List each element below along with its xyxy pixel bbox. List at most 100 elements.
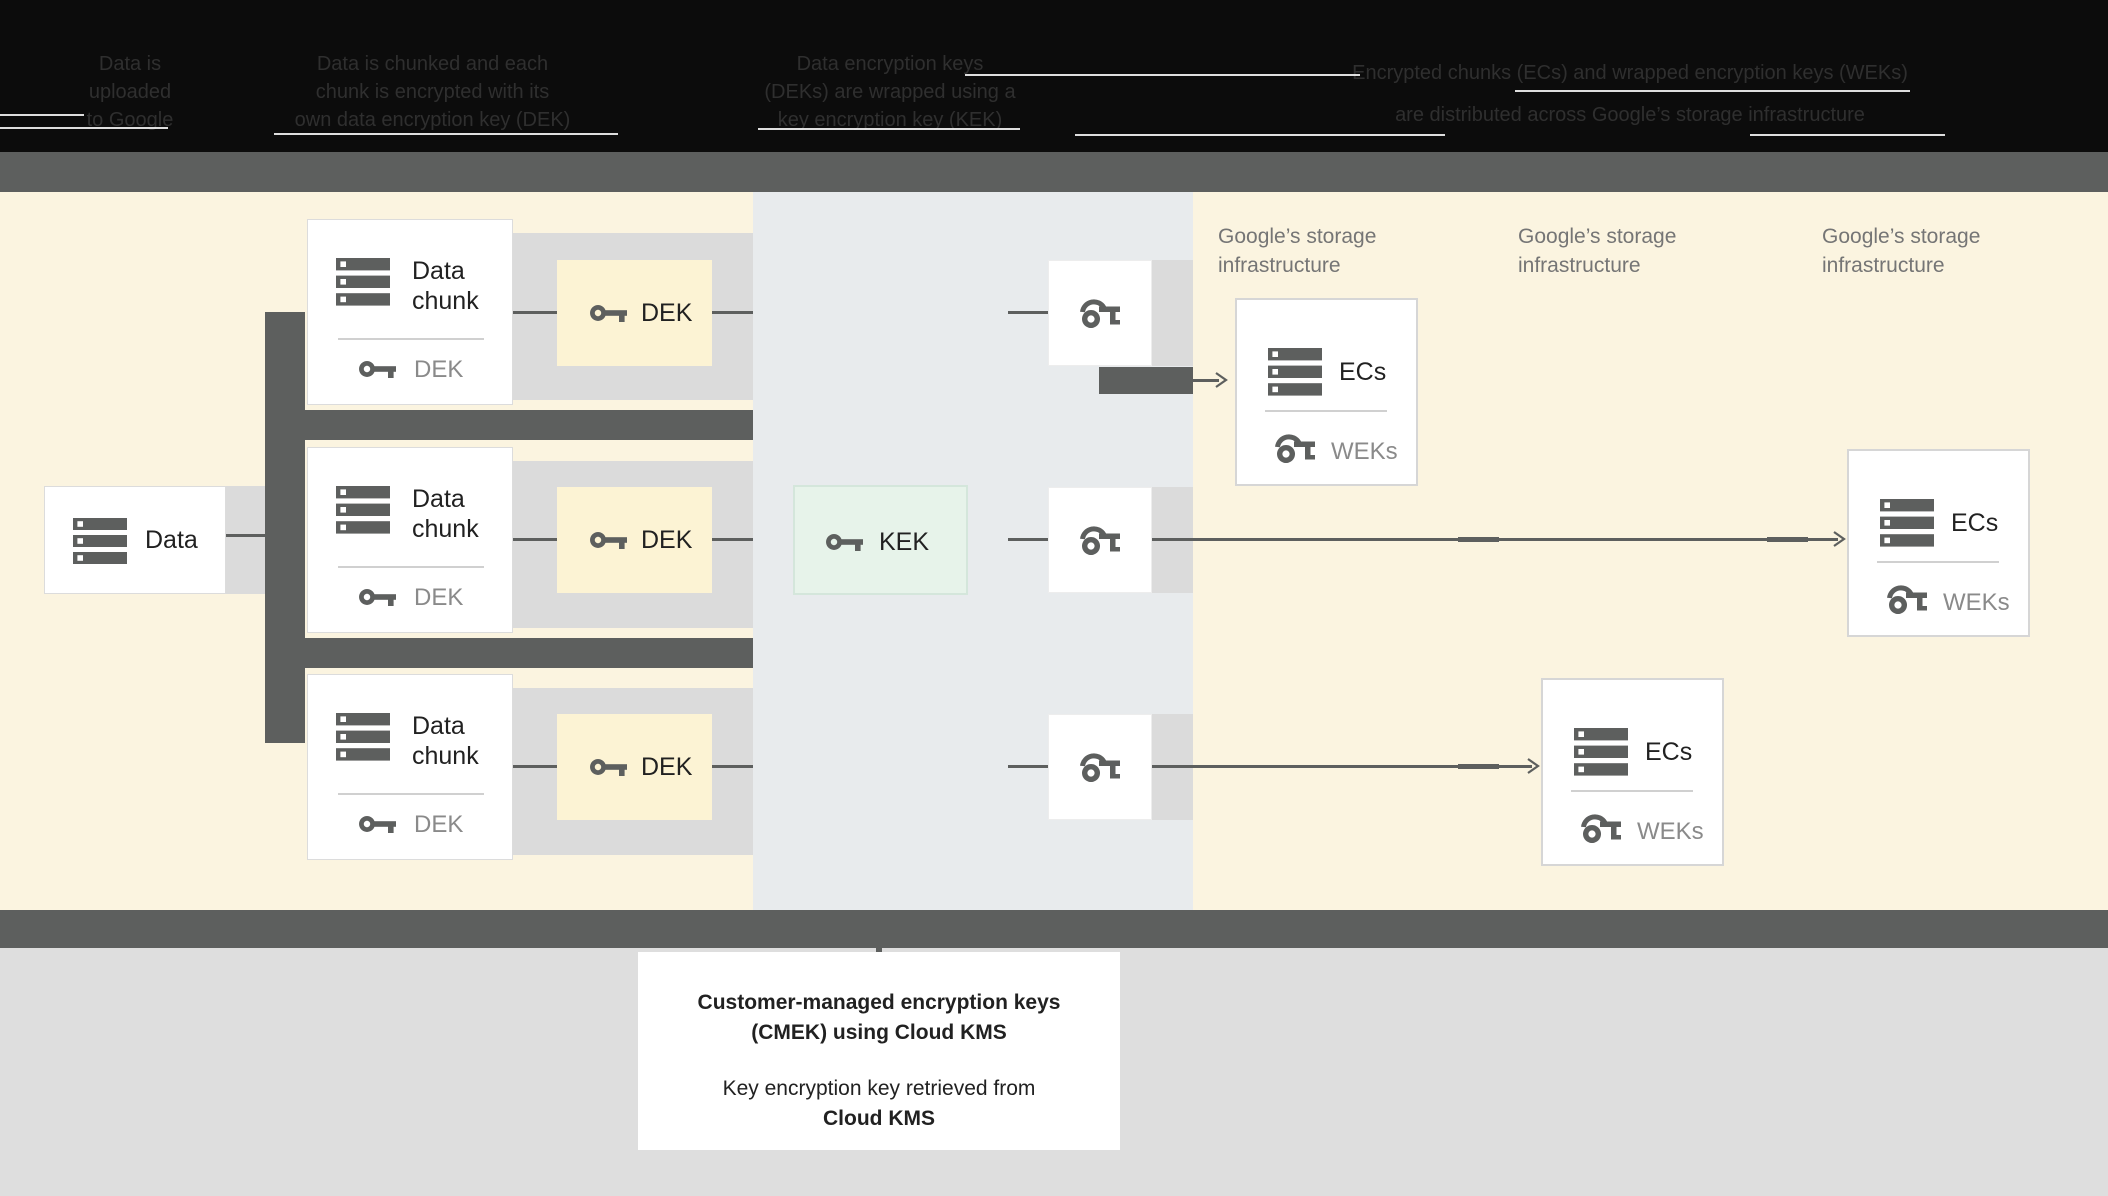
top-dark-band — [0, 152, 2108, 192]
caption-line: (CMEK) using Cloud KMS — [751, 1021, 1007, 1044]
dek-box-3: DEK — [557, 714, 712, 820]
header-step-4: Encrypted chunks (ECs) and wrapped encry… — [1290, 52, 1970, 136]
header-arrow-line — [0, 114, 84, 116]
header-step-3: Data encryption keys (DEKs) are wrapped … — [740, 50, 1040, 134]
dek-box-1: DEK — [557, 260, 712, 366]
wrapping-key-box-3 — [1048, 714, 1152, 820]
wrap3-in-line — [1008, 765, 1050, 768]
storage-infra-label-1: Google’s storage infrastructure — [1218, 225, 1377, 277]
header-arrow-line — [1075, 134, 1445, 136]
dek-box-2: DEK — [557, 487, 712, 593]
server-icon — [1574, 728, 1628, 776]
wrapping-key-box-1 — [1048, 260, 1152, 366]
dek2-out-line — [712, 538, 753, 541]
server-icon — [336, 486, 390, 534]
data-box-label: Data — [145, 526, 198, 554]
dek1-out-line — [712, 311, 753, 314]
ecs-title: ECs — [1645, 738, 1693, 766]
header-step-1-line: to Google — [86, 109, 174, 131]
ecs-title: ECs — [1339, 358, 1387, 386]
header-arrow-line — [965, 74, 1360, 76]
data-to-trunk-line — [226, 534, 266, 537]
ec3-arrow-line — [1152, 765, 1532, 768]
data-box: Data — [44, 486, 226, 594]
storage-infra-label-3: Google’s storage infrastructure — [1822, 225, 1981, 277]
wrapped-key-icon — [1080, 299, 1120, 328]
header-step-2-line: Data is chunked and each — [316, 53, 549, 75]
wrapped-key-icon — [1581, 814, 1621, 843]
header-arrow-line — [1515, 90, 1910, 92]
wrapping-key-box-2 — [1048, 487, 1152, 593]
ec2-arrow-dash — [1767, 537, 1808, 542]
header-step-1-line: Data is — [98, 53, 162, 75]
header-step-2-line: own data encryption key (DEK) — [294, 109, 571, 131]
dek-box-label: DEK — [641, 526, 693, 554]
server-icon — [336, 713, 390, 761]
key-icon — [590, 759, 627, 776]
ec1-arrow-line — [1193, 379, 1219, 382]
caption-line: Customer-managed encryption keys — [697, 991, 1061, 1014]
caption-line: Key encryption key retrieved from — [722, 1077, 1036, 1100]
card-divider — [338, 793, 484, 795]
header-step-3-line: key encryption key (KEK) — [777, 109, 1003, 131]
kek-box-label: KEK — [879, 528, 930, 556]
ec-flow-thick-arrow — [1099, 367, 1193, 394]
header-arrow-line — [274, 133, 618, 135]
card-divider — [1571, 790, 1693, 792]
trunk-bar — [265, 312, 305, 743]
ecs-box-2: ECs WEKs — [1847, 449, 2030, 637]
chunk2-to-dek-line — [513, 538, 557, 541]
server-icon — [336, 258, 390, 306]
weks-label: WEKs — [1943, 589, 2010, 616]
kek-box: KEK — [793, 485, 968, 595]
key-icon — [359, 361, 396, 378]
wrapped-key-icon — [1275, 434, 1315, 463]
chunk-title: Data chunk — [412, 485, 479, 543]
data-chunk-card-2: Data chunk DEK — [307, 447, 513, 633]
card-divider — [338, 338, 484, 340]
keybox-band-1 — [1152, 260, 1193, 366]
key-icon — [826, 534, 863, 551]
dek-box-label: DEK — [641, 299, 693, 327]
card-divider — [1877, 561, 1999, 563]
chunk-key-label: DEK — [414, 584, 464, 611]
branch-band-1 — [265, 410, 753, 440]
header-step-2: Data is chunked and each chunk is encryp… — [255, 50, 610, 134]
weks-label: WEKs — [1331, 438, 1398, 465]
key-icon — [590, 305, 627, 322]
storage-infra-label-2: Google’s storage infrastructure — [1518, 225, 1677, 277]
ec2-arrow-dash — [1458, 537, 1499, 542]
wrapped-key-icon — [1080, 753, 1120, 782]
ecs-box-3: ECs WEKs — [1541, 678, 1724, 866]
header-step-4-line: are distributed across Google’s storage … — [1395, 104, 1865, 126]
key-icon — [359, 816, 396, 833]
header-arrow-line — [1750, 134, 1945, 136]
wrap1-in-line — [1008, 311, 1050, 314]
server-icon — [1268, 348, 1322, 396]
server-icon — [1880, 499, 1934, 547]
data-flow-band — [226, 486, 266, 594]
wrap2-in-line — [1008, 538, 1050, 541]
caption-connector — [876, 948, 882, 954]
chunk-key-label: DEK — [414, 811, 464, 838]
wrapped-key-icon — [1080, 526, 1120, 555]
branch-band-2 — [265, 638, 753, 668]
caption-box: Customer-managed encryption keys (CMEK) … — [638, 952, 1120, 1150]
header-arrow-line — [758, 128, 1020, 130]
caption-line: Cloud KMS — [823, 1107, 935, 1130]
key-icon — [590, 532, 627, 549]
header-step-2-line: chunk is encrypted with its — [315, 81, 550, 103]
key-icon — [359, 589, 396, 606]
weks-label: WEKs — [1637, 818, 1704, 845]
data-chunk-card-1: Data chunk DEK — [307, 219, 513, 405]
wrapped-key-icon — [1887, 585, 1927, 614]
ec3-arrow-dash — [1458, 764, 1499, 769]
arrowhead-icon — [1215, 372, 1228, 388]
header-step-1: Data is uploaded to Google — [50, 50, 210, 134]
dek-box-label: DEK — [641, 753, 693, 781]
header-strip: Data is uploaded to Google Data is chunk… — [0, 0, 2108, 152]
chunk3-to-dek-line — [513, 765, 557, 768]
chunk1-to-dek-line — [513, 311, 557, 314]
chunk-key-label: DEK — [414, 356, 464, 383]
